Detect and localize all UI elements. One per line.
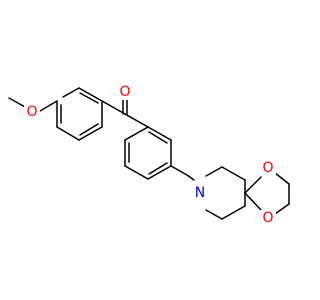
bond-ring2-d [124,165,149,180]
bond-c1-c2 [221,166,246,181]
carbonyl-oxygen-label: O [119,84,130,100]
methoxy-oxygen-label: O [26,104,37,120]
bond-ring1-a [62,87,80,98]
bond-ch2-o-lower [274,203,290,215]
bond-ring2-a-inner [148,131,168,144]
bond-c3-c4 [221,205,246,220]
bond-ring2-f [124,126,149,141]
bond-aryl-ch2 [170,165,188,176]
bond-ring2-a [147,126,172,141]
ketal-oxygen-upper-label: O [262,160,273,176]
bond-spiro-o-upper [244,176,262,194]
bond-ring1-d [78,126,103,141]
bond-carbonyl-aryl2 [124,113,149,128]
bond-methyl-o [8,97,26,108]
ketal-oxygen-lower-label: O [262,210,273,226]
amine-nitrogen-label: N [195,185,205,201]
bond-ring1-d-inner [79,123,99,136]
atoms-group: O O N O O [24,84,276,226]
bonds-group [8,87,290,220]
carbonyl-oxygen-atom: O [117,84,133,100]
bond-aryl-carbonyl [101,100,126,115]
molecule-structure-drawing: O O N O O [8,84,290,226]
bond-ch2-n [186,174,195,181]
bond-ring2-c [147,165,172,180]
bond-ring1-e [56,126,80,141]
ketal-oxygen-lower-atom: O [260,210,276,226]
bond-o-lower-spiro [244,192,262,211]
bond-ring1-b-inner [79,92,99,104]
bond-o-aryl [39,100,58,112]
bond-ring1-b [78,87,103,102]
ketal-oxygen-upper-atom: O [260,160,276,176]
bond-c4-n [205,209,223,220]
bond-n-c1 [205,166,223,177]
bond-o-upper-ch2 [274,172,290,185]
methoxy-oxygen-atom: O [24,104,40,120]
amine-nitrogen-atom: N [192,185,208,201]
bond-ring2-c-inner [148,162,168,175]
